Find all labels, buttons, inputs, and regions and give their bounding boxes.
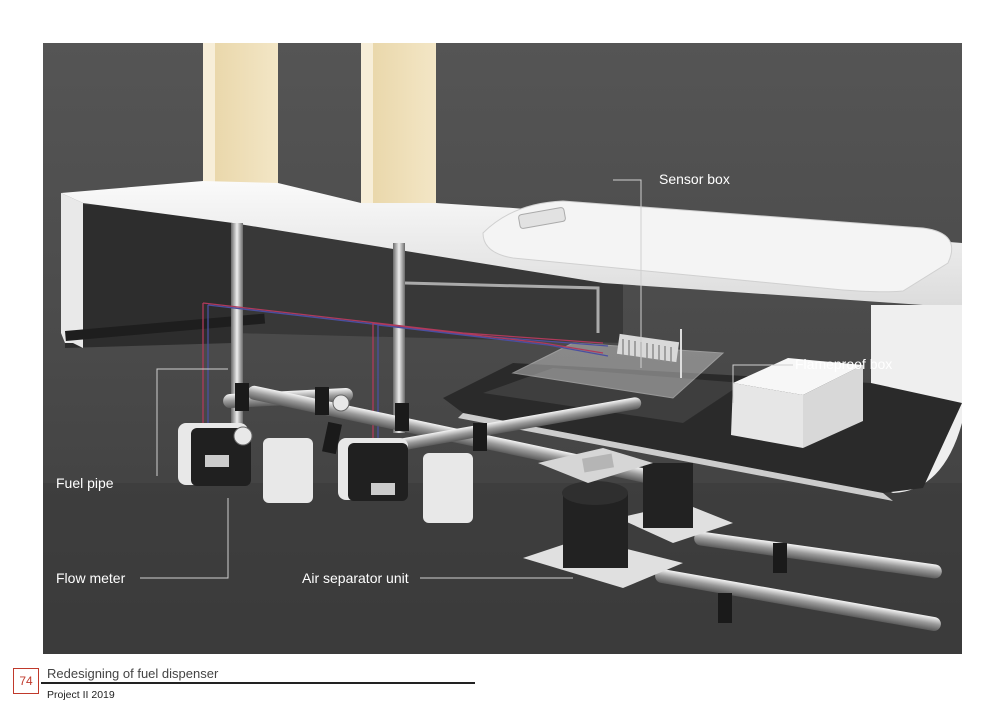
label-sensor-box: Sensor box: [659, 171, 730, 187]
label-fuel-pipe: Fuel pipe: [56, 475, 114, 491]
fuel-dispenser-render: Sensor box Flameproof box Fuel pipe Flow…: [43, 43, 962, 654]
label-flameproof-box: Flameproof box: [795, 356, 893, 372]
label-air-separator-unit: Air separator unit: [302, 570, 409, 586]
document-subtitle: Project II 2019: [47, 689, 115, 701]
render-illustration: [43, 43, 962, 654]
label-flow-meter: Flow meter: [56, 570, 126, 586]
document-title: Redesigning of fuel dispenser: [47, 666, 219, 681]
page-number: 74: [13, 668, 39, 694]
footer-divider: [41, 682, 475, 684]
